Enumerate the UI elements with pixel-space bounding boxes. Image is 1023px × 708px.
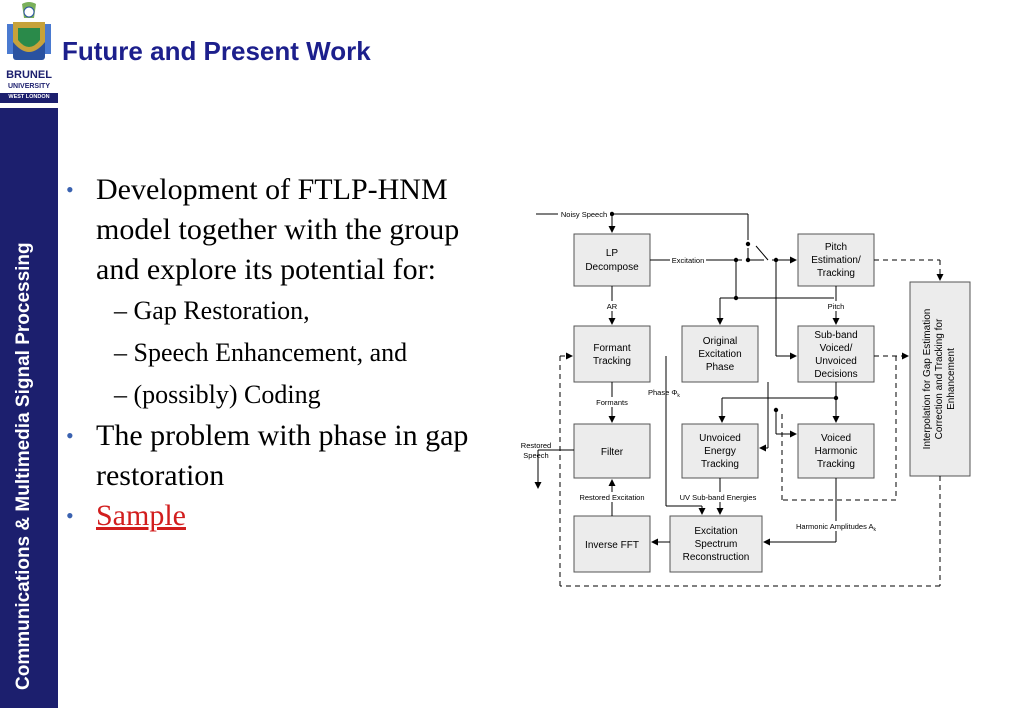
box-subband-decisions — [797, 325, 875, 383]
bullet-marker: • — [66, 423, 74, 448]
label-phase: Phase Φk — [648, 388, 680, 399]
label-ar: AR — [607, 302, 618, 311]
voiced-line-2: Harmonic — [815, 446, 858, 457]
orig-line-1: Original — [703, 336, 737, 347]
university-logo: BRUNEL UNIVERSITY WEST LONDON — [0, 0, 58, 108]
interp-line-3: Enhancement — [946, 348, 957, 410]
exc-line-1: Excitation — [694, 526, 737, 537]
bullet-item: • Sample — [62, 496, 502, 536]
exc-line-2: Spectrum — [695, 539, 738, 550]
voiced-line-1: Voiced — [821, 433, 851, 444]
subband-line-2: Voiced/ — [820, 343, 853, 354]
exc-line-3: Reconstruction — [683, 552, 750, 563]
unvoiced-line-3: Tracking — [701, 459, 739, 470]
sub-bullet-item: – (possibly) Coding — [114, 380, 321, 409]
sub-bullet-item: – Speech Enhancement, and — [114, 338, 408, 367]
logo-brunel: BRUNEL — [6, 69, 52, 81]
box-filter — [573, 423, 651, 479]
unvoiced-line-1: Unvoiced — [699, 433, 741, 444]
bullet-text: The problem with phase in gap restoratio… — [96, 419, 469, 492]
bullet-item: • Development of FTLP-HNM model together… — [62, 170, 502, 290]
ifft-label: Inverse FFT — [585, 540, 639, 551]
label-pitch: Pitch — [828, 302, 845, 311]
slide-title: Future and Present Work — [62, 36, 371, 66]
bullet-marker: • — [66, 503, 74, 528]
pitch-line-1: Pitch — [825, 242, 847, 253]
box-original-excitation-phase — [681, 325, 759, 383]
label-restored-1: Restored — [521, 441, 551, 450]
interp-line-2: Correction and Tracking for — [934, 318, 945, 439]
label-harmonic-amplitudes: Harmonic Amplitudes Ak — [796, 522, 877, 533]
crest-icon — [7, 2, 51, 60]
box-voiced-harmonic — [797, 423, 875, 479]
sidebar-title: Communications & Multimedia Signal Proce… — [13, 242, 34, 690]
bullet-item: • The problem with phase in gap restorat… — [62, 416, 502, 496]
logo-west-london: WEST LONDON — [0, 93, 58, 103]
block-diagram: LP Decompose Pitch Estimation/ Tracking … — [521, 208, 971, 587]
sidebar-band: BRUNEL UNIVERSITY WEST LONDON Communicat… — [0, 0, 58, 708]
interp-line-1: Interpolation for Gap Estimation — [922, 309, 933, 450]
subband-line-3: Unvoiced — [815, 356, 857, 367]
label-uv-energies: UV Sub-band Energies — [680, 493, 757, 502]
pitch-line-2: Estimation/ — [811, 255, 861, 266]
label-excitation: Excitation — [672, 256, 705, 265]
filter-label: Filter — [601, 447, 624, 458]
lp-line-2: Decompose — [585, 262, 639, 273]
label-restored-excitation: Restored Excitation — [579, 493, 644, 502]
sample-link[interactable]: Sample — [96, 499, 186, 532]
bullet-list: • Development of FTLP-HNM model together… — [62, 170, 502, 536]
label-noisy-speech: Noisy Speech — [561, 210, 607, 219]
label-formants: Formants — [596, 398, 628, 407]
formant-line-1: Formant — [593, 343, 630, 354]
pitch-line-3: Tracking — [817, 268, 855, 279]
voiced-line-3: Tracking — [817, 459, 855, 470]
box-formant-tracking — [573, 325, 651, 383]
bullet-text: Development of FTLP-HNM model together w… — [96, 173, 460, 286]
lp-line-1: LP — [606, 248, 619, 259]
formant-line-2: Tracking — [593, 356, 631, 367]
orig-line-2: Excitation — [698, 349, 741, 360]
box-unvoiced-energy — [681, 423, 759, 479]
box-interpolation — [909, 281, 971, 477]
box-excitation-reconstruction — [669, 515, 763, 573]
logo-university: UNIVERSITY — [7, 83, 50, 90]
unvoiced-line-2: Energy — [704, 446, 736, 457]
bullet-marker: • — [66, 177, 74, 202]
orig-line-3: Phase — [706, 362, 735, 373]
label-restored-2: Speech — [523, 451, 548, 460]
subband-line-1: Sub-band — [814, 330, 857, 341]
sub-bullet-item: – Gap Restoration, — [114, 296, 310, 325]
box-lp-decompose — [573, 233, 651, 287]
subband-line-4: Decisions — [814, 369, 857, 380]
box-inverse-fft — [573, 515, 651, 573]
